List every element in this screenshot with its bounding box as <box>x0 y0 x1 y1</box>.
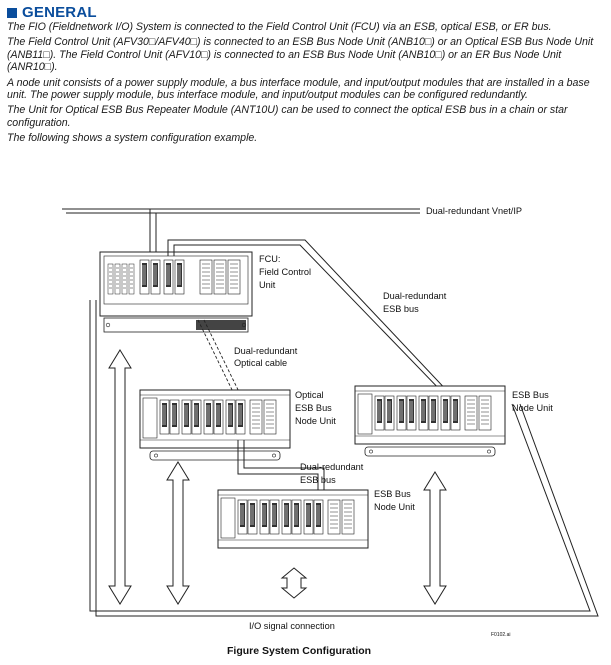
figure-caption: Figure System Configuration <box>227 645 371 657</box>
heading-bullet-icon <box>7 7 17 18</box>
esb-node-right-label-line1: ESB Bus <box>512 390 549 400</box>
esb-bus-fcu-to-right-node <box>167 239 453 397</box>
esb-bus-mid-label-line2: ESB bus <box>300 475 336 485</box>
optical-cable-label-line1: Dual-redundant <box>234 346 298 356</box>
vnet-ip-lines <box>62 208 420 256</box>
paragraph-example: The following shows a system configurati… <box>7 132 258 145</box>
io-arrow-optical <box>166 461 190 605</box>
fcu-label-line2: Field Control <box>259 267 311 277</box>
paragraph-fio-system: The FIO (Fieldnetwork I/O) System is con… <box>7 21 552 33</box>
optical-node-label-line3: Node Unit <box>295 416 336 426</box>
esb-bus-top-label-line1: Dual-redundant <box>383 291 447 301</box>
esb-bus-mid-label-line1: Dual-redundant <box>300 462 364 472</box>
body-text: The FIO (Fieldnetwork I/O) System is con… <box>7 21 605 148</box>
io-arrow-left <box>108 349 132 605</box>
paragraph-fcu-connection: The Field Control Unit (AFV30□/AFV40□) i… <box>7 36 594 74</box>
io-signal-lines <box>89 300 599 617</box>
fcu-label-line1: FCU: <box>259 254 280 264</box>
section-heading: GENERAL <box>7 4 97 21</box>
optical-esb-node-unit <box>140 390 290 461</box>
paragraph-repeater: The Unit for Optical ESB Bus Repeater Mo… <box>7 104 568 129</box>
io-arrow-right <box>423 471 447 605</box>
esb-bus-optical-to-bottom-node <box>237 440 325 497</box>
io-signal-label: I/O signal connection <box>249 621 335 631</box>
optical-cable-label-line2: Optical cable <box>234 358 287 368</box>
paragraph-node-unit: A node unit consists of a power supply m… <box>7 76 590 102</box>
vnet-label: Dual-redundant Vnet/IP <box>426 206 522 216</box>
esb-bus-top-label-line2: ESB bus <box>383 304 419 314</box>
optical-node-label-line1: Optical <box>295 390 324 400</box>
figure-file-id: F0102.ai <box>491 632 510 638</box>
fcu-label-line3: Unit <box>259 280 276 290</box>
esb-node-right-label-line2: Node Unit <box>512 403 553 413</box>
optical-cable <box>197 319 243 399</box>
field-control-unit <box>99 251 253 333</box>
io-arrow-bottom <box>280 567 308 599</box>
section-title: GENERAL <box>22 4 97 21</box>
esb-node-bottom-label-line2: Node Unit <box>374 502 415 512</box>
esb-node-unit-bottom <box>218 490 368 548</box>
esb-node-unit-right <box>355 386 505 457</box>
esb-node-bottom-label-line1: ESB Bus <box>374 489 411 499</box>
optical-node-label-line2: ESB Bus <box>295 403 332 413</box>
io-arrows <box>108 349 447 605</box>
